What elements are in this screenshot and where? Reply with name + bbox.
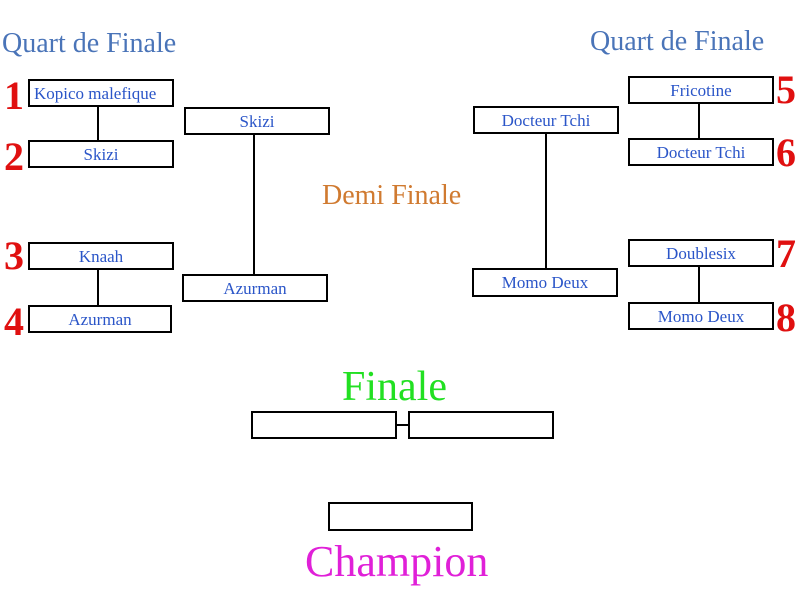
sf-left-slot-1: Skizi (184, 107, 330, 135)
seed-4: 4 (4, 299, 24, 344)
qf-left-slot-2: Skizi (28, 140, 174, 168)
final-heading: Finale (342, 364, 447, 410)
sf-right-slot-2: Momo Deux (472, 268, 618, 297)
qf-right-connector-bottom (698, 267, 700, 302)
sf-right-connector (545, 134, 547, 268)
seed-8: 8 (776, 295, 796, 340)
seed-3: 3 (4, 233, 24, 278)
champion-heading: Champion (305, 537, 489, 586)
semifinal-heading: Demi Finale (322, 180, 462, 211)
qf-right-slot-4: Momo Deux (628, 302, 774, 330)
sf-left-slot-2: Azurman (182, 274, 328, 302)
quarterfinal-right-heading: Quart de Finale (590, 26, 765, 57)
qf-left-slot-4: Azurman (28, 305, 172, 333)
final-slot-left (251, 411, 397, 439)
seed-6: 6 (776, 130, 796, 175)
sf-left-connector (253, 135, 255, 274)
qf-left-slot-3: Knaah (28, 242, 174, 270)
qf-right-connector-top (698, 104, 700, 138)
qf-right-slot-2: Docteur Tchi (628, 138, 774, 166)
champion-slot (328, 502, 473, 531)
qf-right-slot-1: Fricotine (628, 76, 774, 104)
qf-left-connector-top (97, 107, 99, 140)
sf-right-slot-1: Docteur Tchi (473, 106, 619, 134)
qf-left-connector-bottom (97, 270, 99, 305)
seed-7: 7 (776, 231, 796, 276)
quarterfinal-left-heading: Quart de Finale (2, 28, 177, 59)
final-slot-right (408, 411, 554, 439)
seed-1: 1 (4, 73, 24, 118)
seed-2: 2 (4, 134, 24, 179)
qf-left-slot-1: Kopico malefique (28, 79, 174, 107)
qf-right-slot-3: Doublesix (628, 239, 774, 267)
seed-5: 5 (776, 67, 796, 112)
final-connector (397, 424, 408, 426)
